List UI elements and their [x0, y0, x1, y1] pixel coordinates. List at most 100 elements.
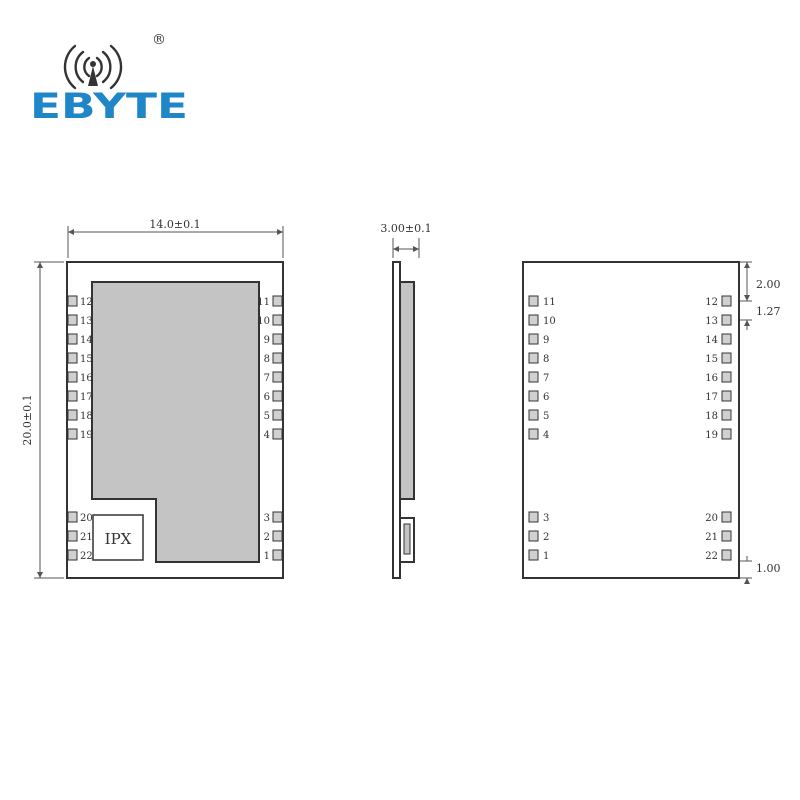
pin-pad [67, 352, 78, 364]
pin-pad [721, 390, 732, 402]
bottom-view: 2.00 1.27 1.00 11 10 9 8 7 6 5 4 3 21 12 13 14 15 16 17… [522, 261, 781, 584]
pin-label-12: 12 [705, 297, 718, 308]
pin-label-18: 18 [80, 411, 93, 422]
pin-label-18: 18 [705, 411, 718, 422]
pin-pad [67, 295, 78, 307]
pin-label-2: 2 [543, 532, 549, 543]
pin-label-3: 3 [264, 513, 270, 524]
brand-logo: EBYTE ® [30, 32, 188, 127]
pin-pad [721, 371, 732, 383]
pin-pad [67, 390, 78, 402]
pin-pad [721, 511, 732, 523]
pin-label-17: 17 [705, 392, 718, 403]
bottom-view-outline [522, 261, 740, 579]
pin-label-4: 4 [264, 430, 270, 441]
pin-label-7: 7 [264, 373, 270, 384]
pin-label-11: 11 [543, 297, 556, 308]
pin-pad [721, 314, 732, 326]
pin-pad [528, 530, 539, 542]
pin-pad [721, 295, 732, 307]
pin-label-19: 19 [80, 430, 93, 441]
pin-pad [67, 333, 78, 345]
top-offset-dimension: 2.00 [756, 278, 781, 291]
pin-label-9: 9 [543, 335, 549, 346]
pin-pad [528, 409, 539, 421]
pin-label-9: 9 [264, 335, 270, 346]
pin-label-13: 13 [80, 316, 93, 327]
brand-name: EBYTE [30, 87, 188, 127]
pin-pad [528, 352, 539, 364]
pin-pad [721, 333, 732, 345]
bottom-offset-dimension: 1.00 [756, 562, 781, 575]
registered-mark: ® [152, 32, 166, 48]
pin-pad [528, 295, 539, 307]
side-view-pcb [392, 261, 401, 579]
pin-pad [721, 549, 732, 561]
side-view: 3.00±0.1 [380, 222, 432, 579]
pin-pad [721, 409, 732, 421]
side-view-thickness-dimension: 3.00±0.1 [380, 222, 431, 235]
pin-pad [528, 428, 539, 440]
pin-label-20: 20 [80, 513, 93, 524]
pin-pad [528, 314, 539, 326]
pin-pitch-dimension: 1.27 [756, 305, 781, 318]
pin-label-8: 8 [543, 354, 549, 365]
pin-label-8: 8 [264, 354, 270, 365]
pin-pad [528, 371, 539, 383]
pin-pad [67, 428, 78, 440]
ipx-label: IPX [105, 530, 132, 548]
pin-pad [528, 549, 539, 561]
shield-can [91, 281, 260, 563]
pin-pad [67, 549, 78, 561]
pin-label-16: 16 [80, 373, 93, 384]
pin-label-2: 2 [264, 532, 270, 543]
pin-label-6: 6 [543, 392, 549, 403]
pin-label-22: 22 [705, 551, 718, 562]
pin-label-5: 5 [264, 411, 270, 422]
pin-pad [528, 511, 539, 523]
pin-pad [67, 371, 78, 383]
pin-pad [67, 409, 78, 421]
pin-pad [272, 371, 283, 383]
pin-label-21: 21 [705, 532, 718, 543]
pin-label-3: 3 [543, 513, 549, 524]
wireless-signal-icon [63, 44, 123, 90]
pin-pad [67, 511, 78, 523]
top-view: 14.0±0.1 20.0±0.1 IPX 121314151617181920… [21, 218, 284, 579]
pin-label-21: 21 [80, 532, 93, 543]
pin-pad [272, 409, 283, 421]
top-view-height-dimension: 20.0±0.1 [21, 394, 34, 445]
pin-label-6: 6 [264, 392, 270, 403]
pin-label-14: 14 [705, 335, 718, 346]
pin-pad [272, 511, 283, 523]
pin-pad [272, 549, 283, 561]
pin-label-10: 10 [257, 316, 270, 327]
top-view-width-dimension: 14.0±0.1 [149, 218, 200, 231]
pin-label-7: 7 [543, 373, 549, 384]
pin-label-4: 4 [543, 430, 549, 441]
pin-pad [721, 428, 732, 440]
pin-pad [528, 333, 539, 345]
pin-label-10: 10 [543, 316, 556, 327]
pin-label-19: 19 [705, 430, 718, 441]
pin-label-16: 16 [705, 373, 718, 384]
pin-pad [721, 352, 732, 364]
pin-pad [272, 530, 283, 542]
pin-label-12: 12 [80, 297, 93, 308]
pin-pad [272, 295, 283, 307]
pin-label-20: 20 [705, 513, 718, 524]
pin-pad [528, 390, 539, 402]
pin-pad [272, 333, 283, 345]
pin-label-13: 13 [705, 316, 718, 327]
pin-pad [272, 390, 283, 402]
pin-label-5: 5 [543, 411, 549, 422]
pin-label-15: 15 [705, 354, 718, 365]
pin-label-14: 14 [80, 335, 93, 346]
pin-pad [721, 530, 732, 542]
pin-label-15: 15 [80, 354, 93, 365]
pin-label-1: 1 [264, 551, 270, 562]
pin-label-11: 11 [257, 297, 270, 308]
pin-label-17: 17 [80, 392, 93, 403]
